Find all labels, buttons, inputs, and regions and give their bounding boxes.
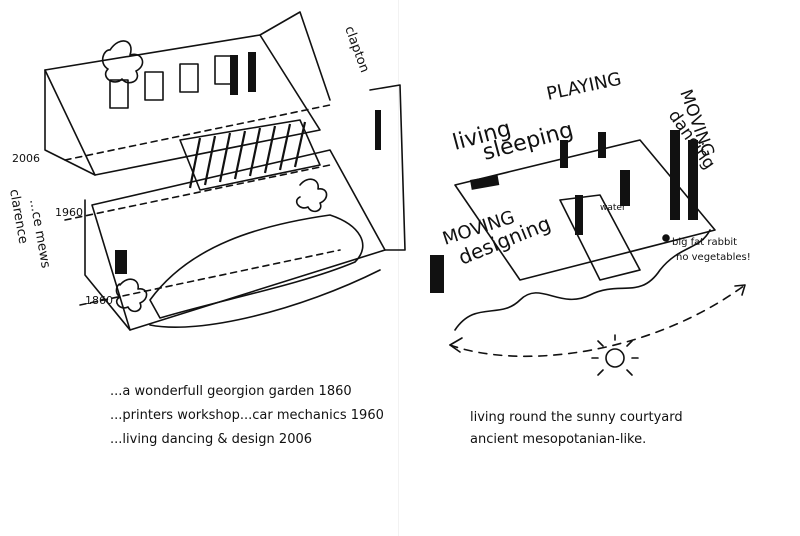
sun-path-arc: [450, 285, 745, 356]
annotation-rabbit: big fat rabbit: [672, 237, 737, 248]
sun-icon: [606, 349, 624, 367]
left-caption-2006: ...living dancing & design 2006: [110, 432, 312, 447]
annotation-no-vegetables: no vegetables!: [676, 252, 751, 263]
left-caption-1860: ...a wonderfull georgion garden 1860: [110, 384, 352, 399]
left-caption-1960: ...printers workshop...car mechanics 196…: [110, 408, 384, 423]
word-playing: PLAYING: [545, 69, 624, 105]
annotation-water: water: [600, 203, 626, 213]
right-caption-line-2: ancient mesopotanian-like.: [470, 432, 646, 447]
right-caption-line-1: living round the sunny courtyard: [470, 410, 683, 425]
